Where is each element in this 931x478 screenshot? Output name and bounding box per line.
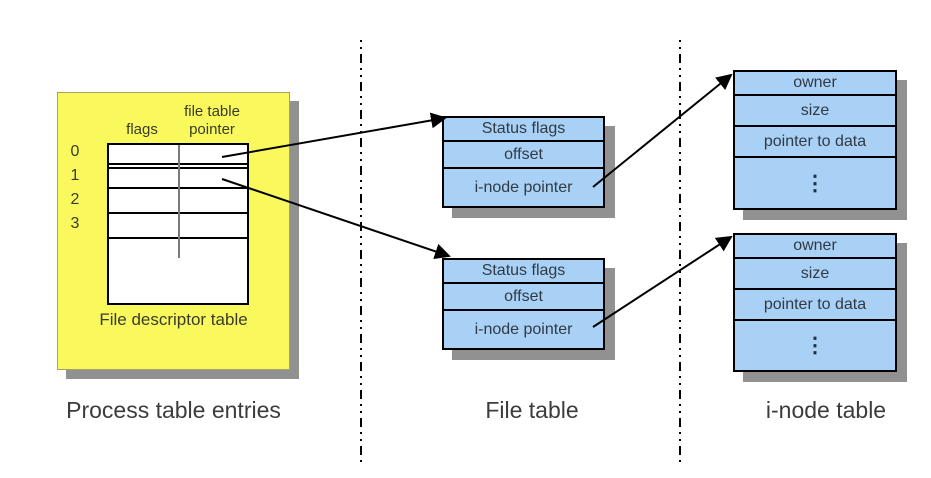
file-descriptor-table-caption: File descriptor table — [99, 310, 248, 329]
offset-cell: offset — [444, 142, 603, 169]
file-table-entry-upper: Status flags offset i-node pointer — [442, 116, 605, 208]
file-table-entry-lower: Status flags offset i-node pointer — [442, 258, 605, 350]
inode-pointer-cell: i-node pointer — [474, 320, 573, 338]
file-table-to-inode-arrow-lower — [592, 235, 733, 328]
vertical-ellipsis-icon: ⋮ — [804, 334, 826, 357]
status-flags-cell: Status flags — [444, 118, 603, 142]
owner-cell: owner — [735, 235, 895, 259]
fd-row-label-1: 1 — [70, 167, 80, 184]
inode-table-caption: i-node table — [765, 397, 887, 423]
file-table-to-inode-arrow-upper — [592, 73, 733, 188]
file-table-pointer-column-header: file table pointer — [166, 103, 258, 139]
owner-cell: owner — [735, 72, 895, 96]
flags-column-header: flags — [126, 121, 158, 138]
size-cell: size — [735, 259, 895, 290]
file-table-caption: File table — [485, 397, 579, 423]
offset-cell: offset — [444, 284, 603, 311]
fd-column-divider — [178, 145, 180, 258]
inode-entry-lower: owner size pointer to data ⋮ — [733, 233, 897, 372]
inode-pointer-cell: i-node pointer — [474, 178, 573, 196]
pointer-to-data-cell: pointer to data — [735, 290, 895, 321]
pointer-to-data-cell: pointer to data — [735, 127, 895, 158]
fd-row-label-3: 3 — [70, 215, 80, 232]
file-table-pointer-header-line1: file table — [184, 103, 240, 120]
fd-row-label-0: 0 — [70, 143, 80, 160]
process-table-panel: flags file table pointer 0 1 2 3 File de… — [57, 92, 290, 370]
size-cell: size — [735, 96, 895, 127]
inode-entry-upper: owner size pointer to data ⋮ — [733, 70, 897, 210]
vertical-ellipsis-icon: ⋮ — [804, 171, 826, 195]
fd-row-label-2: 2 — [70, 191, 80, 208]
status-flags-cell: Status flags — [444, 260, 603, 284]
process-table-entries-caption: Process table entries — [66, 397, 281, 423]
file-descriptor-table — [107, 143, 249, 305]
file-table-pointer-header-line2: pointer — [189, 121, 235, 138]
